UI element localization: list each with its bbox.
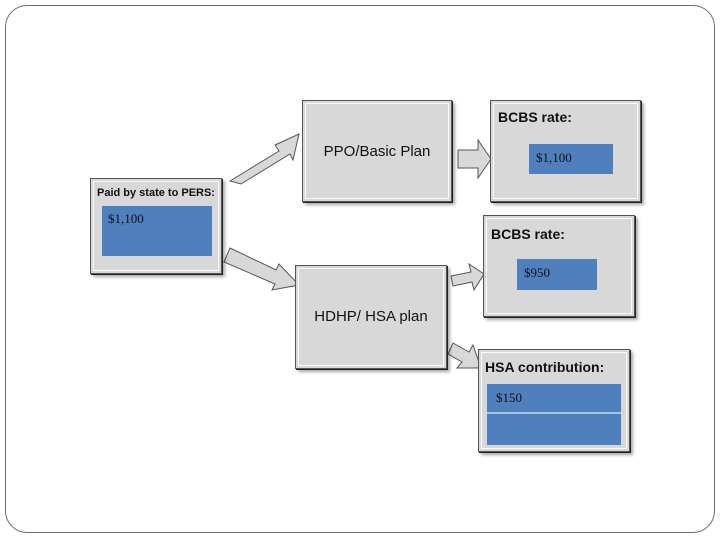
hdhp-plan-box: HDHP/ HSA plan — [295, 265, 447, 369]
arrow-to-ppo — [228, 133, 300, 185]
ppo-plan-box: PPO/Basic Plan — [302, 100, 452, 202]
paid-by-state-box: Paid by state to PERS: $1,100 — [90, 178, 222, 274]
hdhp-bcbs-rate-title: BCBS rate: — [491, 226, 565, 242]
hdhp-plan-label: HDHP/ HSA plan — [314, 308, 428, 325]
ppo-plan-label: PPO/Basic Plan — [323, 143, 431, 160]
arrow-hdhp-to-rate — [450, 262, 485, 292]
hdhp-bcbs-rate-value: $950 — [517, 259, 597, 290]
hsa-contribution-box: HSA contribution: $150 — [478, 349, 630, 452]
arrow-hdhp-to-hsa — [447, 342, 482, 369]
hsa-contribution-value: $150 — [487, 384, 621, 445]
ppo-bcbs-rate-box: BCBS rate: $1,100 — [490, 100, 641, 202]
arrow-to-hdhp — [223, 247, 300, 291]
ppo-bcbs-rate-title: BCBS rate: — [498, 109, 572, 125]
hdhp-bcbs-rate-box: BCBS rate: $950 — [483, 215, 635, 317]
paid-by-state-title: Paid by state to PERS: — [97, 187, 215, 199]
hsa-contribution-title: HSA contribution: — [485, 359, 605, 375]
ppo-bcbs-rate-value: $1,100 — [529, 144, 613, 174]
paid-by-state-value: $1,100 — [102, 206, 212, 256]
arrow-ppo-to-rate — [457, 138, 492, 180]
